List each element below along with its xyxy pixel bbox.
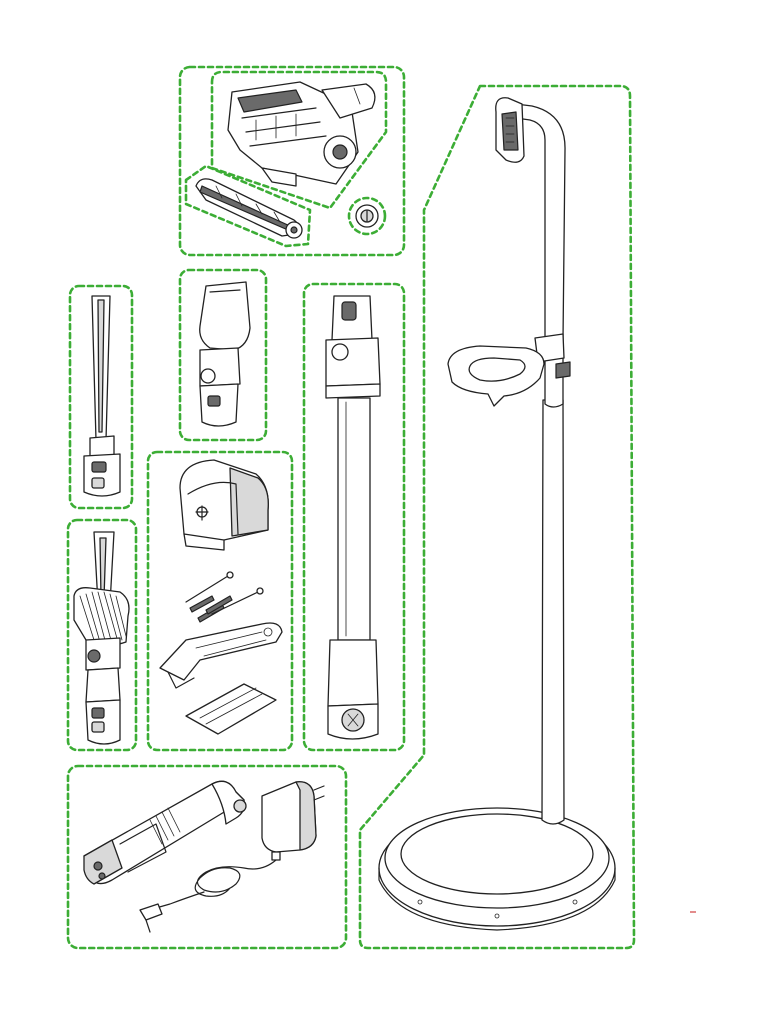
wide-nozzle [199,281,251,427]
dusting-brush-tool [73,531,130,745]
stand-group-outline [358,84,636,950]
brush-roll [195,178,303,239]
floor-head-subgroup-outline [210,70,388,210]
mounting-plate [159,622,283,689]
extension-wand [325,295,381,740]
brush-roll-subgroup-outline [184,164,312,248]
brush-tool-group-outline [66,518,138,752]
battery-charger-group-outline [66,764,348,950]
wall-mount-group-outline [146,450,294,752]
floor-head-group-outline [178,65,406,257]
end-cap-subgroup-outline [347,196,387,236]
extension-wand-group-outline [302,282,406,752]
charger-adapter [139,781,325,933]
floor-brush-head [227,81,376,187]
end-cap [355,204,379,228]
adhesive-strips [185,683,277,735]
crevice-tool-group-outline [68,284,134,510]
crevice-tool [83,295,121,497]
wall-mount [179,459,269,551]
group-outlines [66,65,636,950]
screws-and-anchors [185,571,264,623]
wide-nozzle-group-outline [178,268,268,442]
docking-stand [378,97,616,931]
battery-pack [83,780,247,885]
